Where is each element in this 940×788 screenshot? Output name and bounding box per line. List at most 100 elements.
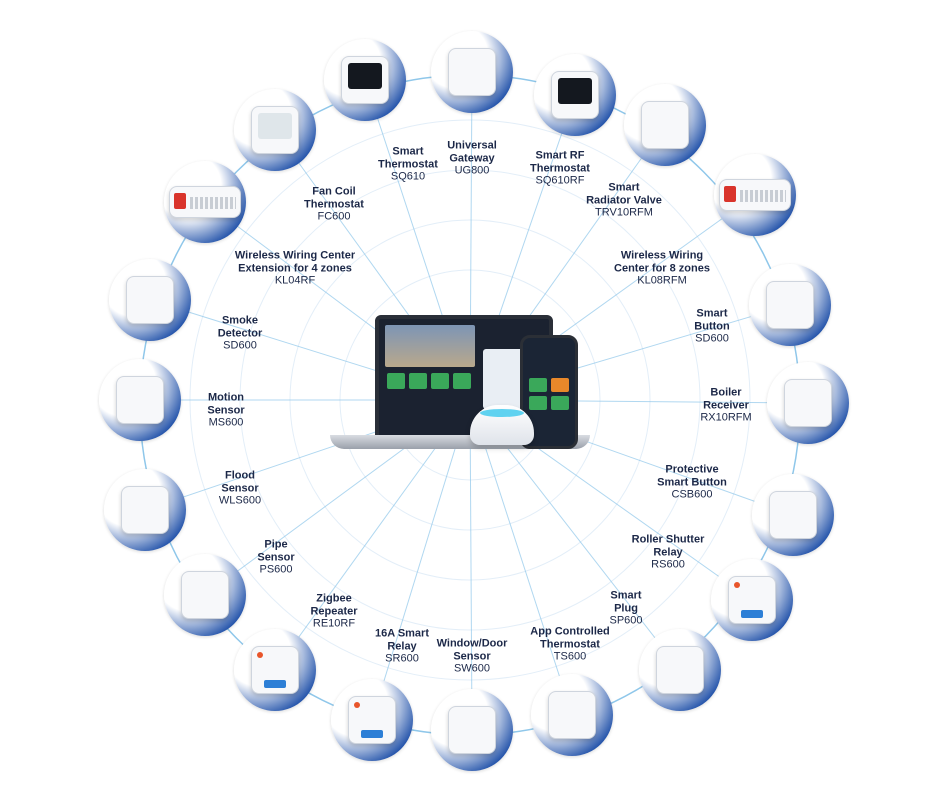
device-tile	[164, 554, 246, 636]
button-icon	[766, 281, 814, 329]
device-code: RS600	[651, 558, 685, 571]
device-name: Motion	[207, 391, 245, 404]
device-code: CSB600	[671, 488, 713, 501]
device-tile	[711, 559, 793, 641]
device-name: Detector	[217, 326, 263, 339]
device-name: Protective	[665, 463, 719, 476]
device-code: TS600	[553, 650, 587, 663]
device-tile	[109, 259, 191, 341]
device-name: Universal	[447, 139, 497, 152]
repeater-icon	[251, 646, 299, 694]
device-name: Pipe	[264, 538, 288, 551]
device-name: Smoke	[221, 314, 259, 327]
device-name: Smart	[392, 145, 424, 158]
device-code: KL08RFM	[637, 274, 687, 287]
device-name: Radiator Valve	[586, 193, 662, 206]
device-name: 16A Smart	[374, 627, 430, 640]
device-name: Sensor	[221, 481, 259, 494]
device-code: UG800	[454, 164, 490, 177]
device-name: Center for 8 zones	[614, 261, 710, 274]
device-code: MS600	[208, 416, 244, 429]
connection-spoke	[371, 399, 471, 721]
device-name: Wireless Wiring Center	[234, 249, 356, 262]
motion-sensor-icon	[116, 376, 164, 424]
device-name: Gateway	[449, 151, 495, 164]
device-name: Repeater	[310, 604, 358, 617]
device-code: FC600	[317, 210, 351, 223]
device-name: Receiver	[703, 398, 749, 411]
device-code: RE10RF	[312, 617, 356, 630]
device-tile	[331, 679, 413, 761]
device-tile	[99, 359, 181, 441]
device-tile	[767, 362, 849, 444]
device-code: SP600	[609, 614, 643, 627]
device-name: Zigbee	[316, 592, 352, 605]
device-code: TRV10RFM	[595, 206, 653, 219]
device-tile	[534, 54, 616, 136]
device-name: Flood	[225, 469, 255, 482]
device-name: Button	[694, 319, 730, 332]
device-tile	[431, 689, 513, 771]
door-sensor-icon	[448, 706, 496, 754]
device-name: Sensor	[453, 649, 491, 662]
device-name: Smart	[608, 181, 640, 194]
plug-icon	[656, 646, 704, 694]
device-name: Extension for 4 zones	[238, 261, 352, 274]
gateway-icon	[448, 48, 496, 96]
connection-spoke	[469, 399, 573, 716]
device-name: Sensor	[207, 403, 245, 416]
device-name: Wireless Wiring	[620, 249, 704, 262]
connection-spoke	[469, 399, 473, 731]
device-tile	[104, 469, 186, 551]
device-name: Roller Shutter	[631, 533, 705, 546]
device-tile	[531, 674, 613, 756]
device-name: Window/Door	[436, 637, 508, 650]
device-name: Sensor	[257, 550, 295, 563]
device-name: Fan Coil	[312, 185, 356, 198]
device-code: SD600	[695, 332, 729, 345]
radiator-valve-icon	[641, 101, 689, 149]
universal-gateway-icon	[470, 405, 534, 445]
relay-icon	[728, 576, 776, 624]
device-code: SQ610	[390, 170, 426, 183]
device-name: Relay	[387, 639, 417, 652]
device-name: Boiler	[710, 386, 742, 399]
device-code: RX10RFM	[700, 411, 752, 424]
device-tile	[639, 629, 721, 711]
device-tile	[752, 474, 834, 556]
device-tile	[164, 161, 246, 243]
pipe-sensor-icon	[181, 571, 229, 619]
protective-button-icon	[769, 491, 817, 539]
thermostat-icon	[341, 56, 389, 104]
smoke-detector-icon	[126, 276, 174, 324]
relay-icon	[348, 696, 396, 744]
device-tile	[749, 264, 831, 346]
device-name: Relay	[653, 545, 683, 558]
device-name: Smart	[610, 589, 642, 602]
device-code: SD600	[223, 339, 257, 352]
thermostat-sensor-icon	[548, 691, 596, 739]
thermostat-icon	[551, 71, 599, 119]
device-tile	[234, 89, 316, 171]
device-code: PS600	[259, 563, 293, 576]
device-name: Plug	[614, 601, 638, 614]
device-name: Thermostat	[304, 197, 364, 210]
flood-sensor-icon	[121, 486, 169, 534]
wiring-center-icon	[719, 179, 791, 211]
device-tile	[324, 39, 406, 121]
